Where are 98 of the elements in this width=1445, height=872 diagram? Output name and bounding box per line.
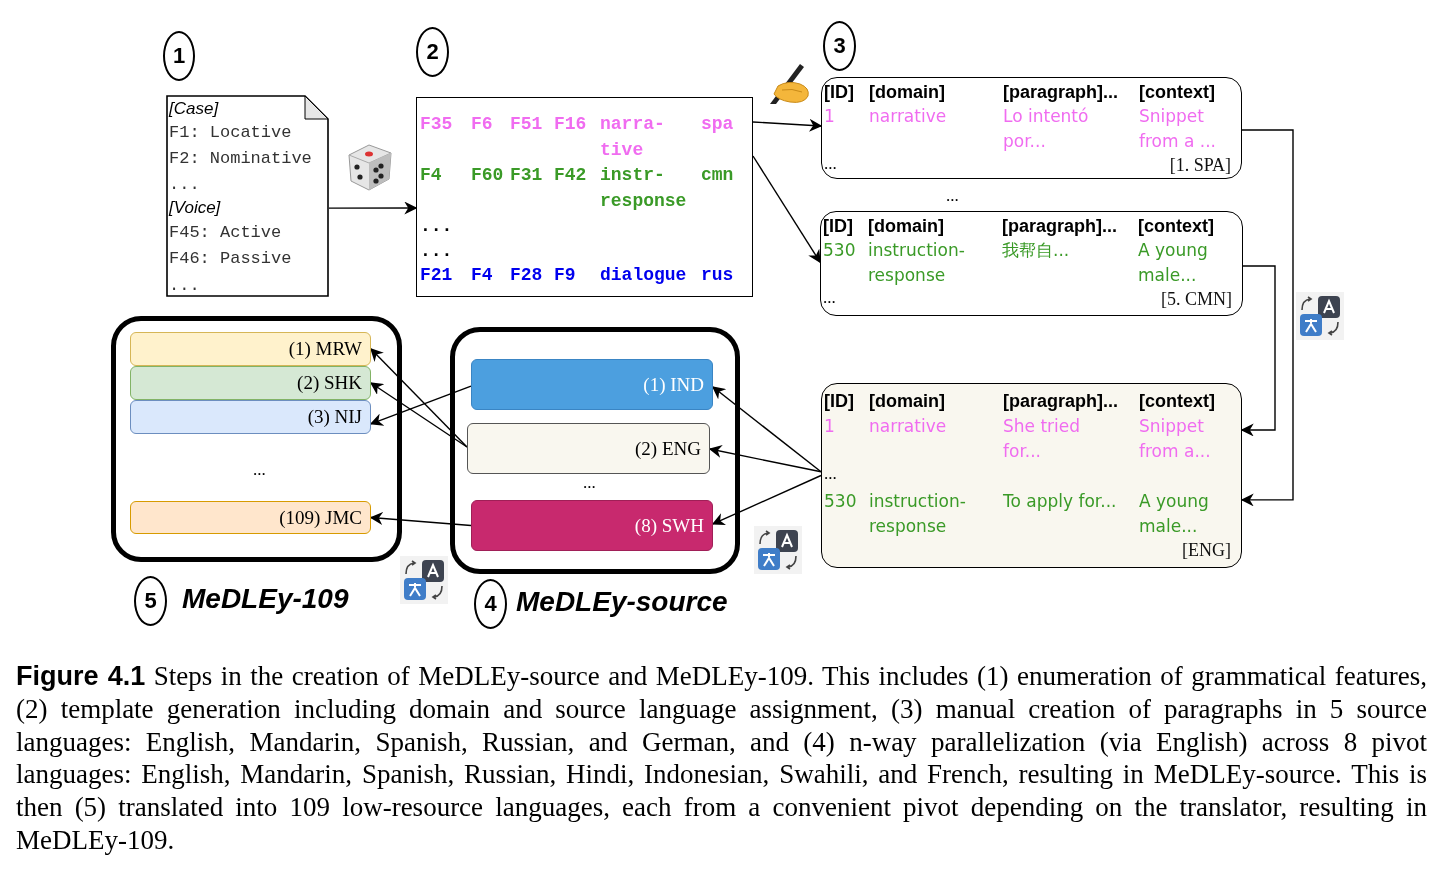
- cell-text: instruction- response: [869, 490, 967, 538]
- section-heading: [Case]: [169, 98, 219, 120]
- cell-text: To apply for...: [1003, 490, 1118, 513]
- cell-text: Snippet from a...: [1139, 415, 1212, 463]
- ellipsis: ...: [824, 464, 837, 484]
- language-bar: (109) JMC: [130, 501, 371, 534]
- arrow: [1240, 265, 1276, 437]
- arrow: [328, 201, 418, 215]
- arrow: [369, 382, 468, 448]
- cell-text: F21: [420, 264, 453, 287]
- cell-text: 530: [823, 239, 857, 262]
- step-number: 5: [134, 576, 167, 626]
- arrow: [369, 385, 472, 426]
- arrow: [712, 386, 822, 473]
- arrow: [752, 118, 823, 132]
- feature-list-item: F46: Passive: [169, 248, 292, 270]
- figure-caption: Figure 4.1 Steps in the creation of MeDLEy-source and MeDLEy-109. This includes (1) enumeration of grammatical features, (2) template generation including domain and source language assignment, (3) manual creation of paragraphs in 5 source languages: English, Mandarin, Spanish, Russian, and German, and (4) n-way parallelization (via English) across 8 pivot languages: English, Mandarin, Spanish, Russian, Hindi, Indonesian, Swahili, and French, resulting in MeDLEy-source. This is then (5) translated into 109 low-resource languages, each from a convenient pivot depending on the translator, resulting in MeDLEy-109.: [16, 660, 1427, 857]
- table-header: [context]: [1138, 215, 1214, 238]
- language-tag: [5. CMN]: [1161, 288, 1232, 310]
- section-heading: [Voice]: [169, 197, 221, 219]
- cell-text: cmn: [701, 164, 734, 187]
- table-header: [ID]: [823, 215, 853, 238]
- table-header: [domain]: [869, 81, 945, 104]
- cell-text: 530: [824, 490, 858, 513]
- cell-text: F60: [471, 164, 504, 187]
- dataset-container: [450, 327, 740, 574]
- feature-list-item: F45: Active: [169, 222, 282, 244]
- ellipsis: ...: [253, 460, 266, 480]
- paragraph-table: [821, 383, 1242, 568]
- arrow: [711, 474, 822, 526]
- table-header: [ID]: [824, 81, 854, 104]
- cell-text: F31: [510, 164, 543, 187]
- cell-text: F4: [471, 264, 493, 287]
- dataset-title: MeDLEy-source: [516, 586, 728, 618]
- arrow: [369, 511, 472, 527]
- feature-list-item: ...: [169, 275, 200, 297]
- cell-text: F16: [554, 113, 587, 136]
- ellipsis: ...: [583, 473, 596, 493]
- template-table: [416, 97, 753, 297]
- paragraph-table: [820, 211, 1243, 316]
- language-tag: [1. SPA]: [1169, 154, 1231, 176]
- language-bar: (1) MRW: [130, 332, 371, 366]
- cell-text: F9: [554, 264, 576, 287]
- ellipsis: ...: [824, 154, 837, 174]
- step-number: 4: [474, 579, 507, 629]
- ellipsis: ...: [823, 288, 836, 308]
- table-header: [paragraph]...: [1002, 215, 1117, 238]
- cell-text: F42: [554, 164, 587, 187]
- arrow: [370, 348, 468, 448]
- cell-text: 1: [824, 415, 836, 438]
- cell-text: instr- response: [600, 164, 688, 213]
- cell-text: A young male...: [1139, 490, 1210, 538]
- table-header: [domain]: [869, 390, 945, 413]
- cell-text: 我帮自...: [1002, 239, 1071, 262]
- table-header: [context]: [1139, 81, 1215, 104]
- table-header: [paragraph]...: [1003, 81, 1118, 104]
- cell-text: F6: [471, 113, 493, 136]
- cell-text: F28: [510, 264, 543, 287]
- cell-text: instruction- response: [868, 239, 966, 287]
- language-tag: [ENG]: [1182, 539, 1231, 561]
- dataset-container: [111, 316, 402, 562]
- table-header: [domain]: [868, 215, 944, 238]
- step-number: 1: [163, 31, 195, 81]
- ellipsis: ...: [946, 186, 959, 206]
- cell-text: Lo intentó por...: [1003, 105, 1090, 153]
- table-header: [ID]: [824, 390, 854, 413]
- feature-list-item: ...: [169, 174, 200, 196]
- ellipsis: ...: [420, 240, 453, 263]
- cell-text: 1: [824, 105, 836, 128]
- cell-text: narra- tive: [600, 113, 666, 162]
- feature-list-item: F1: Locative: [169, 122, 292, 144]
- feature-list-item: F2: Nominative: [169, 148, 312, 170]
- cell-text: A young male...: [1138, 239, 1209, 287]
- dataset-title: MeDLEy-109: [182, 583, 349, 615]
- language-bar: (8) SWH: [471, 500, 713, 551]
- cell-text: spa: [701, 113, 734, 136]
- cell-text: narrative: [869, 415, 948, 438]
- cell-text: rus: [701, 264, 734, 287]
- step-number: 2: [416, 27, 449, 77]
- arrow: [708, 445, 822, 473]
- cell-text: Snippet from a ...: [1139, 105, 1217, 153]
- cell-text: narrative: [869, 105, 948, 128]
- step-number: 3: [823, 21, 856, 71]
- arrow: [1240, 129, 1294, 507]
- language-bar: (1) IND: [471, 359, 713, 410]
- language-bar: (2) SHK: [130, 366, 371, 400]
- table-header: [paragraph]...: [1003, 390, 1118, 413]
- cell-text: She tried for...: [1003, 415, 1082, 463]
- cell-text: F51: [510, 113, 543, 136]
- table-header: [context]: [1139, 390, 1215, 413]
- language-bar: (2) ENG: [467, 423, 710, 474]
- cell-text: F4: [420, 164, 442, 187]
- arrow: [752, 155, 821, 264]
- paragraph-table: [821, 77, 1242, 179]
- language-bar: (3) NIJ: [130, 400, 371, 434]
- cell-text: F35: [420, 113, 453, 136]
- ellipsis: ...: [420, 215, 453, 238]
- cell-text: dialogue: [600, 264, 688, 287]
